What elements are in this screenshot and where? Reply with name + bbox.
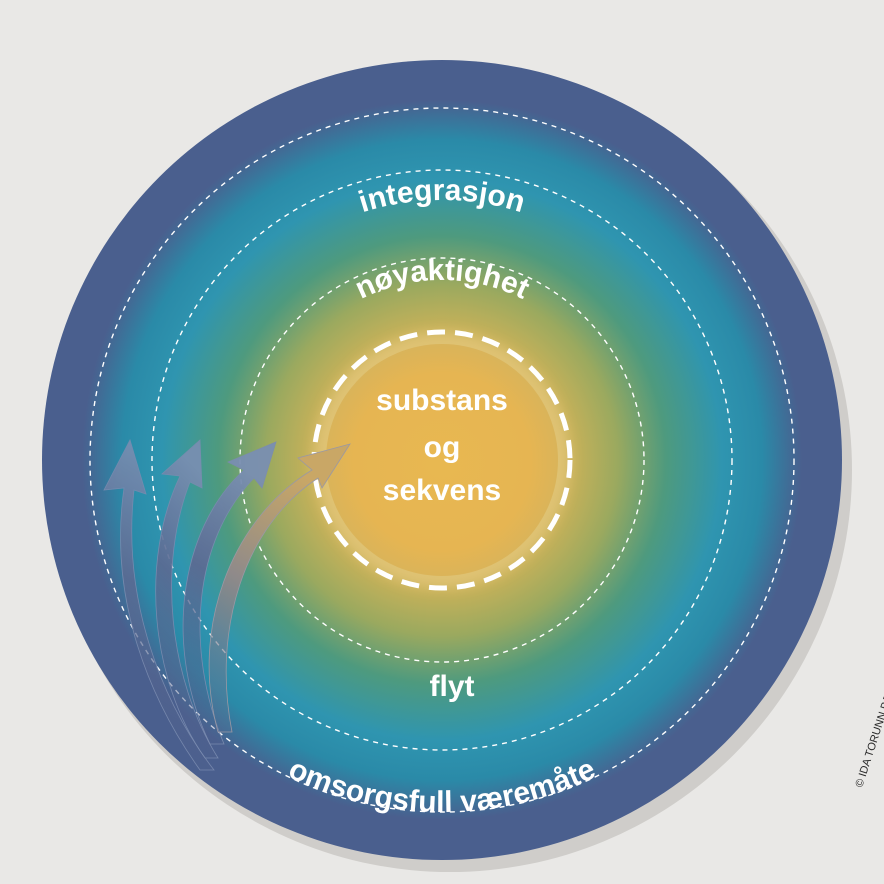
core-label-line1: substans	[376, 384, 508, 417]
ring-label-flow: flyt	[430, 670, 475, 703]
arrow-icon	[155, 439, 219, 759]
copyright-text: © IDA TORUNN BJØRK (1999)	[853, 640, 884, 789]
arrow-group	[103, 438, 351, 771]
ring-boundary-integration	[151, 169, 733, 751]
arrow-icon	[208, 443, 351, 733]
core-circle	[326, 344, 558, 576]
ring-boundary-outer	[89, 107, 795, 813]
arrow-icon	[182, 441, 277, 745]
core-label-line3: sekvens	[383, 474, 501, 507]
arrow-icon	[103, 438, 215, 771]
core-label-line2: og	[424, 431, 461, 464]
